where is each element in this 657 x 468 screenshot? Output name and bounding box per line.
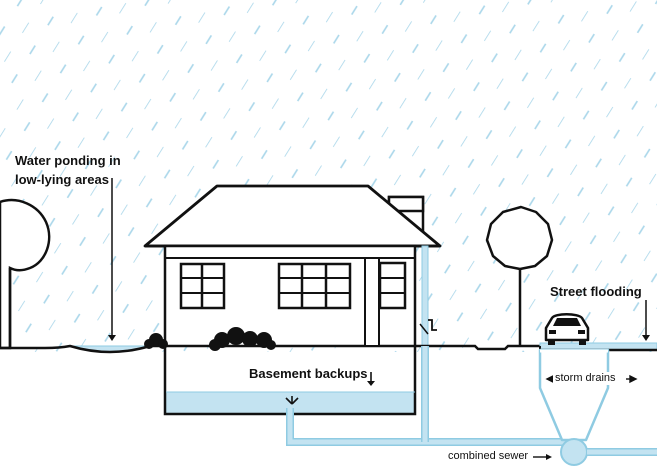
ponding-label: Water ponding in low-lying areas	[15, 151, 121, 189]
ponding-label-line2: low-lying areas	[15, 172, 109, 187]
street-flooding-label: Street flooding	[550, 284, 642, 299]
ground-right	[415, 344, 540, 351]
basement-label: Basement backups	[249, 366, 368, 381]
left-tree-icon	[0, 198, 51, 350]
house-icon	[143, 184, 442, 348]
right-tree-icon	[485, 205, 554, 346]
ponding-label-line1: Water ponding in	[15, 153, 121, 168]
car-icon	[544, 313, 590, 345]
storm-drains-label: storm drains	[553, 372, 618, 385]
combined-sewer-label: combined sewer	[448, 450, 529, 462]
ground-left	[0, 344, 163, 354]
